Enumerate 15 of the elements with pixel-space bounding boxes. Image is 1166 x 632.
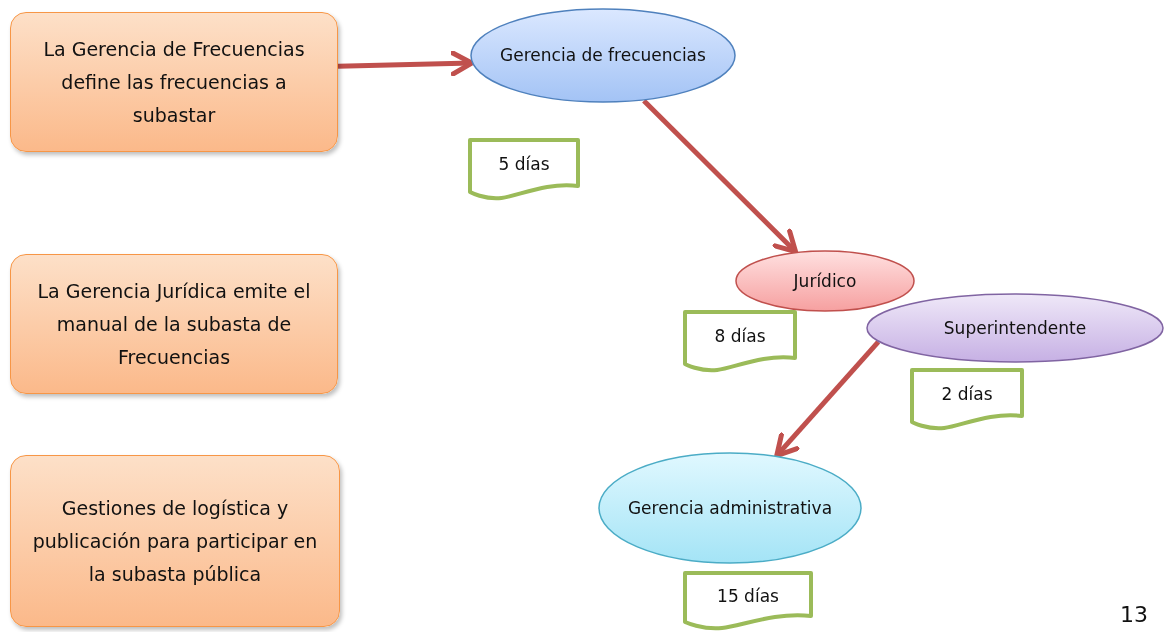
document-shape: 5 días [468, 138, 580, 202]
process-box: La Gerencia Jurídica emite el manual de la subasta de Frecuencias [10, 254, 338, 394]
document-shape: 8 días [683, 310, 797, 374]
process-box: Gestiones de logística y publicación para participar en la subasta pública [10, 455, 340, 627]
arrow [337, 50, 475, 77]
page-number: 13 [1120, 602, 1148, 627]
arrow [774, 340, 881, 459]
document-shape: 15 días [683, 571, 813, 632]
ellipse-node: Jurídico [735, 250, 915, 312]
arrow [642, 98, 799, 255]
ellipse-node: Gerencia de frecuencias [470, 8, 736, 103]
ellipse-node: Gerencia administrativa [598, 452, 862, 564]
ellipse-node: Superintendente [866, 293, 1164, 363]
process-box: La Gerencia de Frecuencias define las frecuencias a subastar [10, 12, 338, 152]
document-shape: 2 días [910, 368, 1024, 432]
